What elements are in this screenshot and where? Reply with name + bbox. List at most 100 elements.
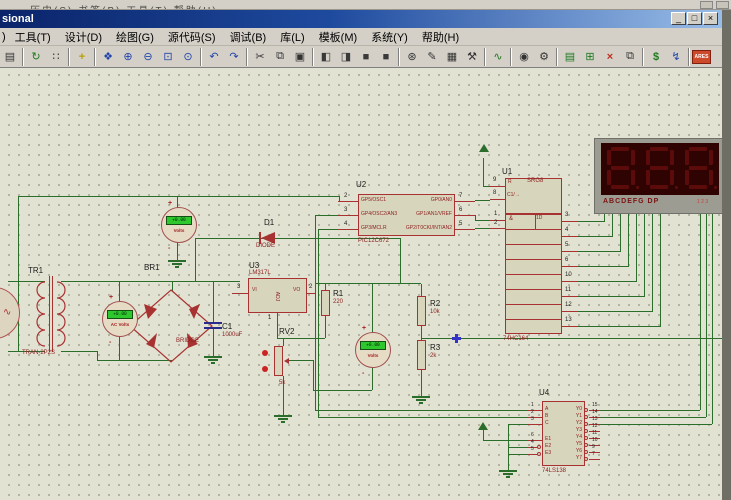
goto-sheet-icon[interactable]: ⧉	[626, 50, 634, 62]
wire[interactable]	[97, 351, 98, 360]
pin[interactable]	[562, 296, 578, 297]
wire[interactable]	[315, 215, 338, 216]
resistor-r1[interactable]	[321, 290, 330, 316]
wire[interactable]	[578, 311, 652, 312]
block-rotate-icon[interactable]: ■	[362, 50, 370, 63]
minimize-button[interactable]: _	[671, 12, 686, 25]
pin[interactable]	[562, 221, 578, 222]
block-delete-icon[interactable]: ■	[382, 50, 390, 63]
redo-icon[interactable]: ↷	[229, 51, 239, 63]
wire[interactable]	[421, 326, 422, 340]
menu-item-design[interactable]: 设计(D)	[64, 31, 102, 44]
remove-sheet-icon[interactable]: ×	[606, 50, 614, 63]
pin[interactable]	[490, 186, 505, 187]
menu-item-library[interactable]: 库(L)	[280, 31, 305, 44]
menu-item-graph[interactable]: 绘图(G)	[116, 31, 154, 44]
pin[interactable]	[589, 410, 600, 411]
resistor-r3[interactable]	[417, 340, 426, 370]
zoom-all-icon[interactable]: ⊙	[183, 51, 193, 63]
wire[interactable]	[315, 410, 542, 411]
pin[interactable]	[528, 454, 538, 455]
pin[interactable]	[528, 440, 542, 441]
wire[interactable]	[177, 242, 178, 260]
ground-symbol[interactable]	[274, 415, 292, 424]
new-document-icon[interactable]: ▤	[4, 51, 16, 63]
pin[interactable]	[589, 438, 600, 439]
power-terminal-icon[interactable]	[478, 422, 488, 430]
wire[interactable]	[313, 390, 372, 391]
pan-icon[interactable]: ❖	[103, 51, 113, 63]
wire[interactable]	[372, 283, 373, 333]
wire[interactable]	[400, 238, 401, 283]
wire[interactable]	[475, 220, 490, 221]
pin[interactable]	[528, 447, 538, 448]
wire[interactable]	[578, 236, 612, 237]
wire[interactable]	[604, 214, 605, 222]
wire[interactable]	[578, 266, 628, 267]
wire[interactable]	[61, 351, 97, 352]
wire-autorouter-icon[interactable]: ∿	[493, 51, 503, 63]
wire[interactable]	[97, 360, 172, 361]
pin[interactable]	[455, 215, 475, 216]
wire[interactable]	[508, 424, 509, 470]
wire[interactable]	[119, 336, 120, 360]
wire[interactable]	[315, 215, 316, 410]
wire[interactable]	[318, 229, 338, 230]
pin[interactable]	[490, 220, 505, 221]
wire[interactable]	[119, 282, 120, 303]
wire[interactable]	[421, 370, 422, 396]
wire[interactable]	[313, 360, 314, 390]
wire[interactable]	[475, 200, 490, 201]
background-window-button[interactable]	[700, 1, 713, 9]
make-device-icon[interactable]: ⚒	[467, 51, 477, 63]
wire[interactable]	[706, 214, 707, 417]
electrical-check-icon[interactable]: ↯	[671, 51, 681, 63]
pin[interactable]	[589, 459, 600, 460]
pin[interactable]	[338, 229, 358, 230]
wire[interactable]	[289, 360, 313, 361]
dc-voltmeter[interactable]: + +0.00 Volts -	[161, 200, 201, 252]
wire[interactable]	[8, 281, 45, 282]
pin[interactable]	[490, 199, 505, 200]
wire[interactable]	[318, 229, 319, 417]
wire[interactable]	[277, 321, 278, 338]
wire[interactable]	[483, 430, 484, 440]
block-move-icon[interactable]: ◨	[340, 51, 352, 63]
pin[interactable]	[589, 431, 600, 432]
search-icon[interactable]: ◉	[519, 51, 529, 63]
block-copy-icon[interactable]: ◧	[320, 51, 332, 63]
wire[interactable]	[578, 296, 644, 297]
design-explorer-icon[interactable]: ▤	[564, 51, 576, 63]
pin[interactable]	[338, 215, 358, 216]
background-window-button[interactable]	[716, 1, 729, 9]
wire[interactable]	[283, 338, 284, 346]
wire[interactable]	[421, 284, 422, 296]
wire[interactable]	[700, 214, 701, 410]
pin[interactable]	[455, 201, 475, 202]
wire[interactable]	[612, 214, 613, 237]
pin[interactable]	[589, 452, 600, 453]
wire[interactable]	[318, 417, 542, 418]
menu-item-tools[interactable]: 工具(T)	[14, 31, 51, 44]
pin[interactable]	[528, 410, 542, 411]
pin[interactable]	[589, 417, 600, 418]
origin-icon[interactable]: +	[78, 50, 86, 63]
wire[interactable]	[600, 417, 706, 418]
close-button[interactable]: ×	[703, 12, 718, 25]
menu-item-help[interactable]: 帮助(H)	[421, 31, 460, 44]
wire[interactable]	[483, 186, 490, 187]
ac-voltmeter[interactable]: + +0.00 AC Volts -	[102, 294, 142, 346]
wire[interactable]	[475, 228, 490, 229]
edit-component-icon[interactable]: ✎	[427, 51, 437, 63]
wire[interactable]	[18, 196, 340, 197]
wire[interactable]	[600, 410, 700, 411]
wire[interactable]	[195, 238, 400, 239]
wire[interactable]	[18, 196, 19, 352]
wire[interactable]	[339, 196, 340, 202]
wire[interactable]	[421, 338, 722, 339]
pin[interactable]	[562, 326, 578, 327]
paste-icon[interactable]: ▣	[294, 51, 306, 63]
wire[interactable]	[283, 376, 284, 415]
pin[interactable]	[490, 228, 505, 229]
pin[interactable]	[562, 251, 578, 252]
